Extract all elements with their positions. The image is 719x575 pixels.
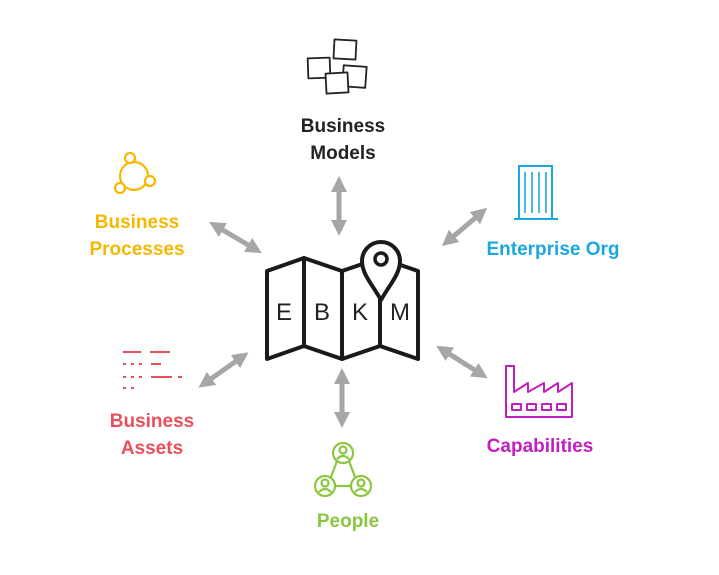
map-pin-icon [360,240,402,302]
factory-icon [505,365,573,418]
arrow-business-processes [209,221,262,254]
label-business-processes: Business Processes [89,212,185,260]
map-letter-e: E [276,299,292,326]
label-business-assets: Business Assets [109,411,195,459]
map-letter-k: K [352,299,368,326]
asset-list-icon [123,351,182,389]
office-building-icon [514,165,558,220]
arrow-enterprise-org [441,207,488,247]
map-letter-m: M [390,299,410,326]
map-letter-b: B [314,299,330,326]
label-capabilities: Capabilities [486,436,594,457]
label-people: People [316,511,380,532]
label-business-models: Business Models [300,116,386,164]
arrow-capabilities [436,345,488,379]
cycle-icon [113,151,157,195]
people-network-icon [313,441,373,498]
label-enterprise-org: Enterprise Org [486,239,620,260]
arrow-business-assets [198,352,249,388]
sticky-notes-icon [306,38,368,95]
